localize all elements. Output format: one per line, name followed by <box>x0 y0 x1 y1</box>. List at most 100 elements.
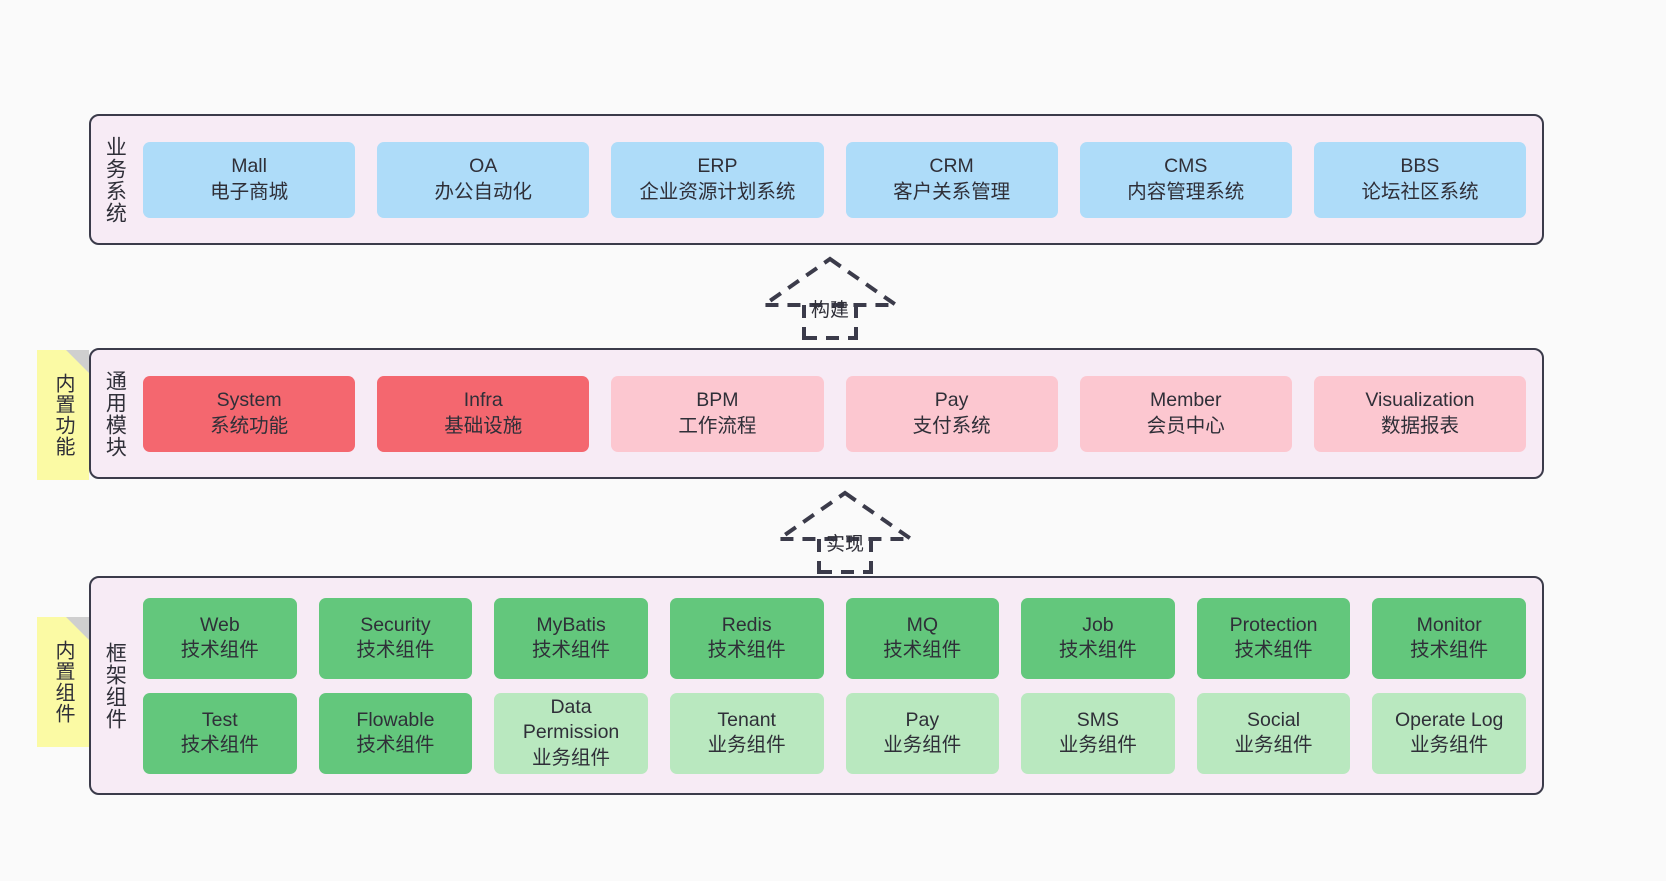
business-system-card-subtitle: 客户关系管理 <box>893 180 1011 203</box>
business-system-card-title: CRM <box>929 155 974 178</box>
business-system-card-subtitle: 办公自动化 <box>434 180 533 203</box>
sticky-note-builtin-features: 内置功能 <box>37 350 89 480</box>
framework-tech-card-subtitle: 技术组件 <box>356 639 435 661</box>
layer-business-systems-label: 业务系统 <box>103 135 127 224</box>
framework-business-card-subtitle: 业务组件 <box>1410 734 1489 756</box>
framework-tech-card-title: Security <box>360 613 431 636</box>
common-module-card-subtitle: 数据报表 <box>1380 414 1459 437</box>
framework-tech-card-title: Redis <box>721 613 772 636</box>
framework-business-card-title: Data Permission <box>522 695 620 744</box>
framework-business-card-subtitle: 业务组件 <box>707 734 786 756</box>
framework-tech-card-title: Web <box>199 613 240 636</box>
business-system-card-subtitle: 论坛社区系统 <box>1361 180 1479 203</box>
framework-tech-card-title: MyBatis <box>536 613 606 636</box>
framework-business-card[interactable]: Social 业务组件 <box>1196 692 1351 774</box>
connector-implement: 实现 <box>772 489 918 574</box>
sticky-fold-corner-icon <box>66 617 89 640</box>
business-system-card-subtitle: 电子商城 <box>210 180 289 203</box>
common-module-card-title: System <box>216 389 282 412</box>
common-module-card-subtitle: 工作流程 <box>678 414 757 437</box>
framework-business-card-title: Pay <box>905 708 940 731</box>
framework-tech-card[interactable]: Job 技术组件 <box>1021 597 1175 679</box>
framework-business-card-subtitle: 技术组件 <box>356 734 435 756</box>
business-system-card-title: CMS <box>1164 155 1208 178</box>
framework-tech-card-subtitle: 技术组件 <box>1058 639 1137 661</box>
framework-business-card-title: SMS <box>1076 708 1120 731</box>
framework-business-card-title: Test <box>201 708 238 731</box>
framework-tech-card[interactable]: Web 技术组件 <box>143 597 297 679</box>
framework-tech-card-subtitle: 技术组件 <box>1410 639 1489 661</box>
common-module-card-subtitle: 会员中心 <box>1146 414 1225 437</box>
framework-tech-card[interactable]: Redis 技术组件 <box>669 597 824 679</box>
framework-tech-card-subtitle: 技术组件 <box>532 639 611 661</box>
framework-tech-card-subtitle: 技术组件 <box>707 639 786 661</box>
business-system-card-title: ERP <box>697 155 738 178</box>
framework-business-card[interactable]: SMS 业务组件 <box>1021 692 1175 774</box>
business-system-card-subtitle: 内容管理系统 <box>1127 180 1245 203</box>
generalization-arrow-build-icon <box>757 256 903 340</box>
framework-business-card[interactable]: Flowable 技术组件 <box>318 692 473 774</box>
layer-common-modules-label: 通用模块 <box>103 369 127 458</box>
common-module-card-title: Member <box>1150 389 1222 412</box>
framework-business-card-title: Flowable <box>356 708 435 731</box>
connector-build-label: 构建 <box>810 300 850 321</box>
common-module-card-subtitle: 支付系统 <box>912 414 991 437</box>
framework-business-card-subtitle: 业务组件 <box>1058 734 1137 756</box>
framework-business-card-subtitle: 技术组件 <box>180 734 259 756</box>
framework-business-card[interactable]: Test 技术组件 <box>143 692 297 774</box>
common-module-card-subtitle: 基础设施 <box>444 414 523 437</box>
framework-business-card-subtitle: 业务组件 <box>532 746 611 769</box>
framework-business-card-subtitle: 业务组件 <box>883 734 962 756</box>
framework-business-card-title: Operate Log <box>1394 708 1504 731</box>
layer-framework-components-label: 框架组件 <box>103 641 127 730</box>
common-module-card-title: Visualization <box>1365 389 1475 412</box>
framework-tech-card[interactable]: Monitor 技术组件 <box>1372 597 1526 679</box>
sticky-note-builtin-components: 内置组件 <box>37 617 89 747</box>
business-system-card-title: BBS <box>1400 155 1440 178</box>
framework-business-card[interactable]: Operate Log 业务组件 <box>1372 692 1526 774</box>
sticky-fold-corner-icon <box>66 350 89 373</box>
framework-tech-card-title: Job <box>1082 613 1114 636</box>
framework-tech-card-title: MQ <box>906 613 939 636</box>
framework-business-card[interactable]: Pay 业务组件 <box>845 692 1000 774</box>
framework-business-card-subtitle: 业务组件 <box>1234 734 1313 756</box>
framework-tech-card-title: Monitor <box>1416 613 1482 636</box>
business-system-card-title: OA <box>469 155 498 178</box>
framework-tech-card-subtitle: 技术组件 <box>180 639 259 661</box>
business-system-card-title: Mall <box>231 155 267 178</box>
framework-tech-card[interactable]: MyBatis 技术组件 <box>494 597 648 679</box>
framework-business-card-title: Social <box>1247 708 1301 731</box>
common-module-card-title: Pay <box>934 389 969 412</box>
framework-tech-card-subtitle: 技术组件 <box>1234 639 1313 661</box>
framework-tech-card[interactable]: Security 技术组件 <box>318 597 473 679</box>
connector-build: 构建 <box>757 255 903 340</box>
common-module-card-title: BPM <box>696 389 739 412</box>
sticky-note-builtin-features-label: 内置功能 <box>52 373 74 457</box>
